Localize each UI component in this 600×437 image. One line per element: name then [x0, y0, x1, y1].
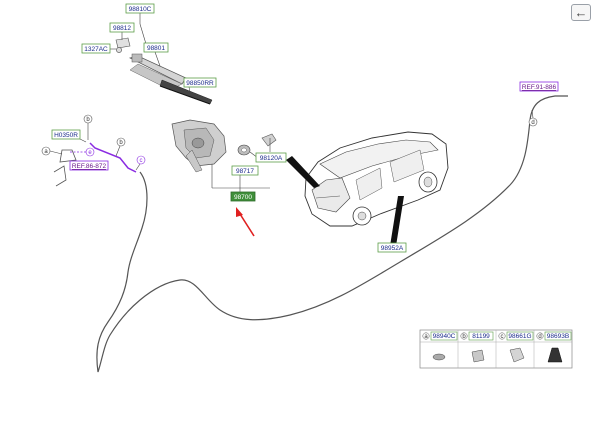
- ref-91-886[interactable]: REF.91-886: [519, 81, 559, 92]
- callout-a-text: a: [44, 149, 48, 155]
- label-98801-text: 98801: [147, 45, 165, 52]
- label-1327AC-text: 1327AC: [84, 46, 108, 53]
- label-1327AC[interactable]: 1327AC: [81, 43, 111, 54]
- legend-cell-d[interactable]: d 98693B: [536, 331, 572, 363]
- legend-a-letter: a: [424, 334, 428, 340]
- label-98812-text: 98812: [113, 25, 131, 32]
- washer-hose: [96, 95, 568, 373]
- leader-wedge-front: [286, 156, 320, 188]
- wiper-motor: [171, 119, 227, 173]
- callout-b-upper-text: b: [86, 117, 90, 123]
- label-98120A-text: 98120A: [260, 155, 283, 162]
- label-98812[interactable]: 98812: [109, 22, 135, 33]
- legend-c-code: 98661G: [508, 333, 531, 340]
- callout-a[interactable]: a: [41, 146, 51, 156]
- legend-b-code: 81199: [472, 333, 490, 340]
- callout-e[interactable]: e: [85, 147, 95, 157]
- callout-b-lower[interactable]: b: [116, 137, 126, 147]
- wiper-cap: [115, 37, 131, 49]
- ref-86-872[interactable]: REF.86-872: [69, 160, 109, 171]
- label-H0350R-text: H0350R: [54, 132, 78, 139]
- legend-a-code: 98940C: [433, 333, 456, 340]
- label-98801[interactable]: 98801: [143, 42, 169, 53]
- label-98700-highlighted[interactable]: 98700: [230, 191, 256, 202]
- callout-b-lower-text: b: [119, 140, 123, 146]
- legend-d-letter: d: [538, 334, 541, 340]
- wiper-arm: [128, 53, 187, 91]
- label-98717-text: 98717: [236, 168, 254, 175]
- label-98700-text: 98700: [234, 194, 252, 201]
- wiper-blade: [159, 79, 213, 105]
- legend-cell-b[interactable]: b 81199: [460, 331, 494, 363]
- callout-e-text: e: [88, 150, 92, 156]
- leader-lines: [49, 13, 534, 253]
- callout-d[interactable]: d: [528, 117, 538, 127]
- label-98952A[interactable]: 98952A: [377, 242, 407, 253]
- spindle-cap: [261, 133, 277, 147]
- label-98810C[interactable]: 98810C: [125, 3, 155, 14]
- ref-86-872-text: REF.86-872: [72, 163, 107, 170]
- legend-table: a 98940C b 81199 c 98661G d 98693B: [419, 329, 573, 369]
- rear-nozzle-hose: [89, 142, 137, 173]
- wiper-nut: [116, 47, 122, 53]
- grommet: [237, 144, 251, 156]
- vehicle-illustration: [304, 131, 449, 227]
- label-98952A-text: 98952A: [381, 245, 404, 252]
- label-H0350R[interactable]: H0350R: [51, 129, 81, 140]
- leader-wedge-rear: [390, 196, 404, 246]
- label-98850RR[interactable]: 98850RR: [183, 77, 217, 88]
- legend-b-letter: b: [462, 334, 466, 340]
- legend-cell-a[interactable]: a 98940C: [422, 331, 458, 361]
- callout-c[interactable]: c: [136, 155, 146, 165]
- nozzle-bracket: [53, 149, 77, 187]
- back-arrow-icon[interactable]: ←: [571, 4, 591, 21]
- ref-91-886-text: REF.91-886: [522, 84, 557, 91]
- callout-c-text: c: [140, 158, 143, 164]
- label-98717[interactable]: 98717: [231, 165, 259, 176]
- legend-c-letter: c: [501, 334, 504, 340]
- legend-cell-c[interactable]: c 98661G: [498, 331, 534, 363]
- highlight-arrow: [236, 207, 255, 237]
- label-98120A[interactable]: 98120A: [255, 152, 287, 163]
- label-98850RR-text: 98850RR: [186, 80, 214, 87]
- callout-d-text: d: [531, 120, 534, 126]
- legend-d-code: 98693B: [547, 333, 569, 340]
- callout-b-upper[interactable]: b: [83, 114, 93, 124]
- label-98810C-text: 98810C: [129, 6, 152, 13]
